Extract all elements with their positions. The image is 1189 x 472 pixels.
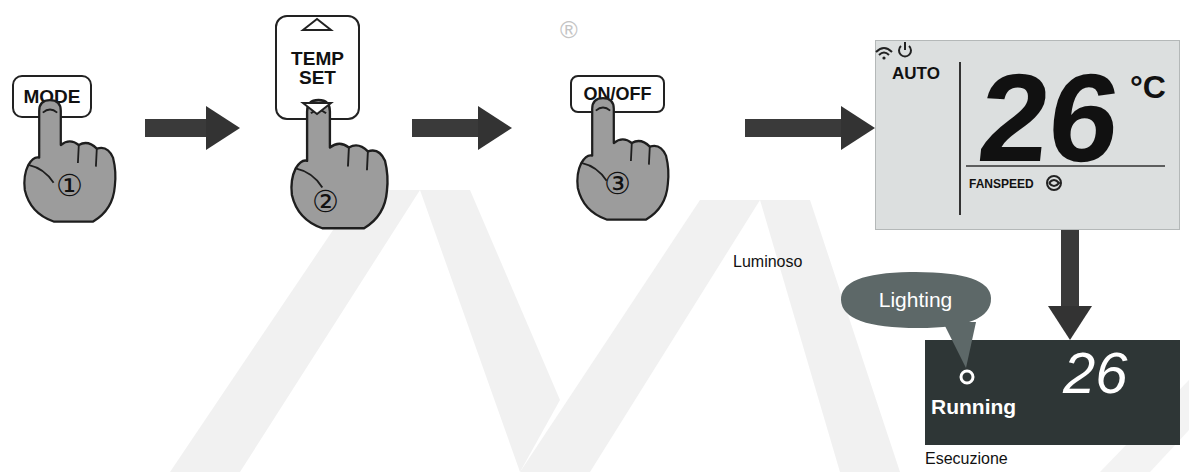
- lcd-divider: [959, 62, 961, 215]
- node-text: 26: [1063, 344, 1128, 402]
- pointing-hand: [24, 100, 115, 222]
- translation-label: Esecuzione: [925, 451, 1008, 467]
- connector-layer: [145, 128, 1070, 306]
- pointing-hand: [291, 100, 387, 228]
- up-triangle: [303, 19, 331, 30]
- wifi-icon: [876, 48, 892, 60]
- callout-number: ③: [604, 169, 631, 199]
- callout-number: ①: [56, 171, 83, 201]
- node-text: 26: [973, 55, 1125, 180]
- callout-bubble: Lighting: [838, 270, 993, 330]
- node-text: °C: [1130, 71, 1166, 103]
- lcd-divider: [966, 165, 1165, 167]
- pointing-hand: [577, 98, 668, 220]
- node-text: FANSPEED: [969, 178, 1034, 190]
- node-text: TEMP SET: [282, 40, 353, 95]
- watermark-stroke: [420, 190, 560, 472]
- callout-number: ②: [312, 187, 339, 217]
- fan-icon: [1047, 176, 1061, 190]
- watermark-stroke: [520, 200, 760, 472]
- node-text: Lighting: [838, 270, 993, 328]
- flow-arrow: [412, 119, 478, 137]
- translation-label: Luminoso: [733, 254, 802, 270]
- flow-arrow: [1061, 230, 1079, 306]
- flow-arrow: [745, 119, 841, 137]
- node-text: Running: [931, 396, 1016, 417]
- flow-arrow: [145, 119, 206, 137]
- node-text: ON/OFF: [570, 75, 665, 113]
- watermark: ®: [560, 18, 578, 42]
- node-text: AUTO: [892, 65, 940, 82]
- power-icon: [899, 42, 911, 56]
- status-led: [961, 371, 973, 383]
- node-text: MODE: [12, 75, 92, 118]
- lcd-display: AUTO 26°C FANSPEED: [875, 40, 1180, 230]
- watermark-stroke: [760, 200, 900, 472]
- watermark-stroke: [170, 190, 420, 472]
- status-panel: Running 26: [925, 340, 1180, 445]
- down-triangle: [303, 103, 331, 114]
- callout-tail: [943, 322, 976, 368]
